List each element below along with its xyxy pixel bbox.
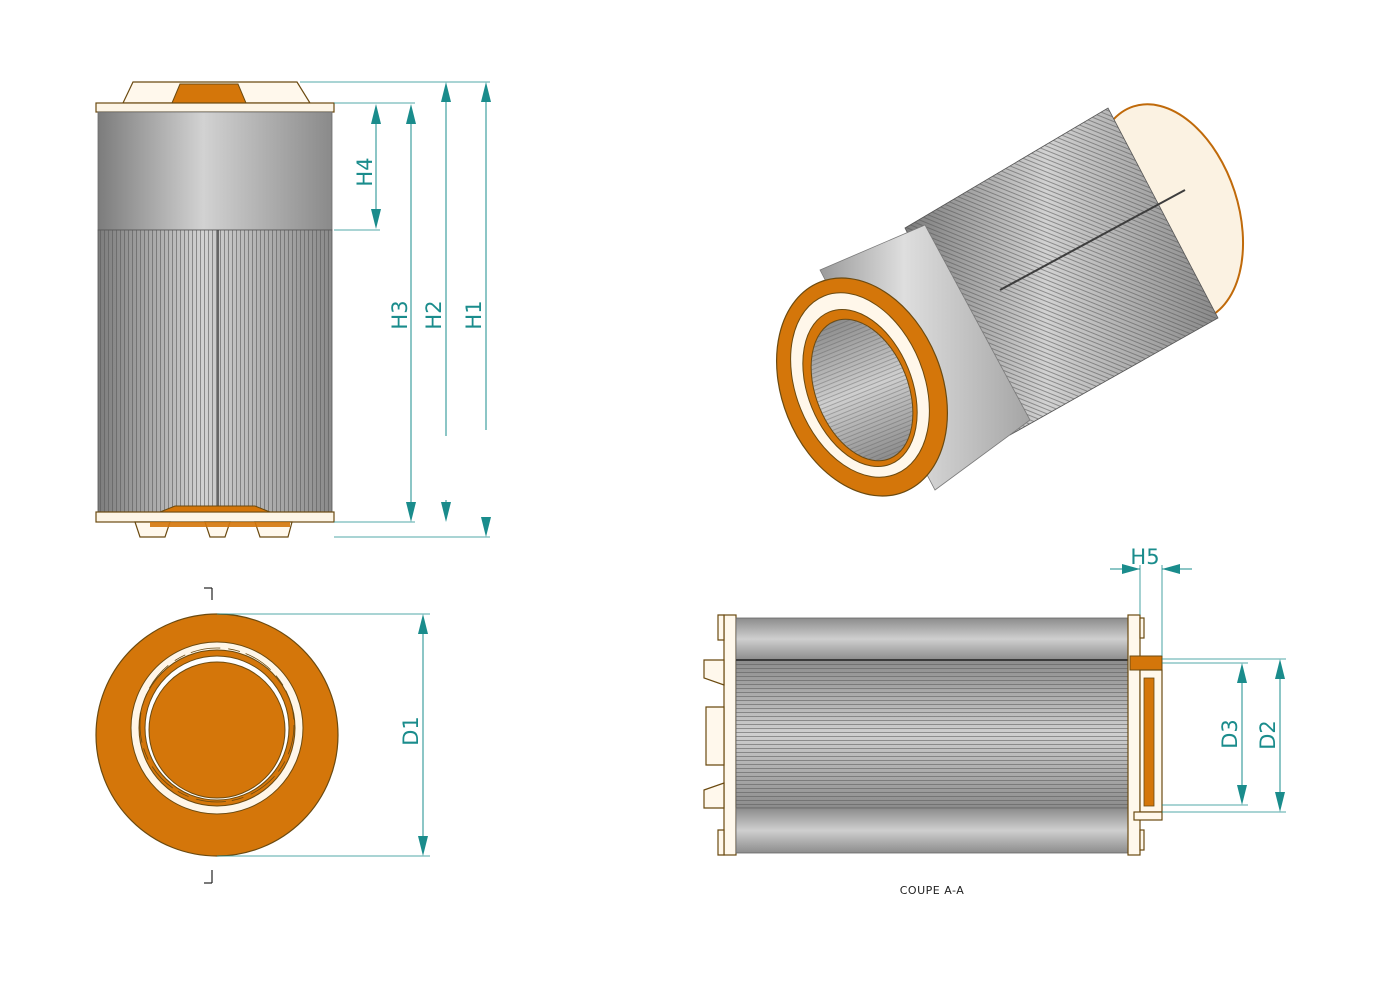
label-d1: D1: [399, 716, 423, 746]
section-arrow-icon: [204, 587, 213, 884]
dimension-h5: H5: [1110, 545, 1192, 656]
label-d3: D3: [1218, 719, 1242, 749]
dimension-h1: H1: [462, 82, 491, 537]
label-h2: H2: [422, 300, 446, 329]
section-view: COUPE A-A: [703, 614, 1163, 897]
dimension-h4: H4: [353, 104, 381, 229]
front-view: [95, 81, 335, 538]
pleated-media: [97, 229, 333, 513]
bottom-end-cap: [95, 505, 335, 538]
top-end-cap: [95, 81, 335, 113]
near-end-cap: [775, 277, 949, 497]
dimension-d1: D1: [217, 613, 430, 857]
upper-band: [97, 111, 333, 231]
dimension-d3: D3: [1162, 662, 1248, 806]
dimension-h3: H3: [388, 104, 416, 522]
label-h3: H3: [388, 300, 412, 329]
label-h5: H5: [1130, 545, 1159, 569]
section-caption: COUPE A-A: [900, 884, 965, 897]
label-d2: D2: [1256, 720, 1280, 750]
isometric-view: [775, 103, 1245, 497]
section-left-cap: [703, 614, 737, 856]
dimension-d2: D2: [1162, 658, 1286, 813]
front-view-dimensions: H4 H3 H2 H1: [300, 81, 491, 538]
label-h4: H4: [353, 157, 377, 186]
section-right-cap: [1127, 614, 1163, 856]
label-h1: H1: [462, 300, 486, 329]
top-view: [95, 587, 339, 884]
dimension-h2: H2: [422, 82, 451, 522]
